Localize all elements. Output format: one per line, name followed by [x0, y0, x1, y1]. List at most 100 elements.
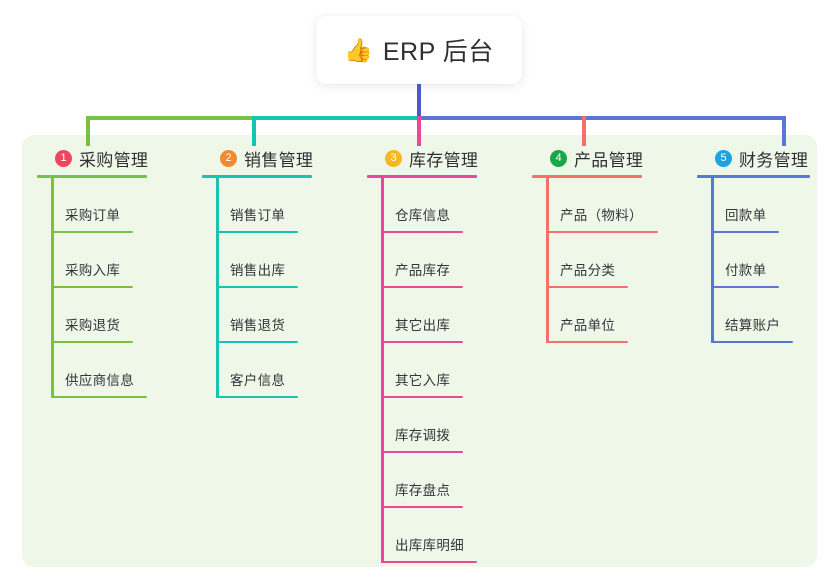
- list-item[interactable]: 仓库信息: [367, 178, 517, 233]
- list-item-label: 结算账户: [725, 318, 781, 333]
- list-item[interactable]: 产品单位: [532, 288, 682, 343]
- column-5: 5 财务管理回款单付款单结算账户: [697, 143, 839, 343]
- list-item[interactable]: 出库库明细: [367, 508, 517, 563]
- list-item-rule: [381, 396, 463, 398]
- column-items-5: 回款单付款单结算账户: [697, 178, 839, 343]
- column-title-4: 产品管理: [574, 150, 644, 170]
- list-item-rule: [51, 231, 133, 233]
- list-item-label: 产品库存: [395, 263, 451, 278]
- connector-bar-green: [86, 116, 253, 120]
- column-items-4: 产品（物料） 产品分类产品单位: [532, 178, 682, 343]
- column-header-5[interactable]: 5 财务管理: [697, 143, 839, 173]
- list-item[interactable]: 采购订单: [37, 178, 187, 233]
- list-item-label: 出库库明细: [395, 538, 464, 553]
- connector-bar-teal: [252, 116, 419, 120]
- list-item-label: 其它出库: [395, 318, 451, 333]
- column-header-4[interactable]: 4 产品管理: [532, 143, 682, 173]
- list-item[interactable]: 供应商信息: [37, 343, 187, 398]
- list-item[interactable]: 付款单: [697, 233, 839, 288]
- column-badge-4: 4: [550, 149, 567, 167]
- list-item-rule: [711, 231, 779, 233]
- list-item-label: 仓库信息: [395, 208, 451, 223]
- list-item[interactable]: 采购入库: [37, 233, 187, 288]
- list-item[interactable]: 产品分类: [532, 233, 682, 288]
- list-item-label: 销售退货: [230, 318, 286, 333]
- column-header-1[interactable]: 1 采购管理: [37, 143, 187, 173]
- column-badge-2: 2: [220, 149, 237, 167]
- column-title-1: 采购管理: [79, 150, 149, 170]
- list-item[interactable]: 其它入库: [367, 343, 517, 398]
- column-header-rule-3: [367, 175, 477, 178]
- root-node-title: ERP 后台: [382, 38, 494, 66]
- connector-bar-blue: [417, 116, 785, 120]
- list-item-rule: [381, 341, 463, 343]
- column-title-3: 库存管理: [409, 150, 479, 170]
- column-title-2: 销售管理: [244, 150, 314, 170]
- list-item-label: 其它入库: [395, 373, 451, 388]
- column-spine-5: [711, 178, 714, 343]
- list-item-rule: [216, 341, 298, 343]
- list-item-rule: [381, 231, 463, 233]
- list-item[interactable]: 产品（物料）: [532, 178, 682, 233]
- list-item-label: 采购入库: [65, 263, 121, 278]
- list-item-label: 销售出库: [230, 263, 286, 278]
- list-item-label: 采购订单: [65, 208, 121, 223]
- connector-drop-teal: [252, 116, 256, 146]
- column-2: 2 销售管理销售订单销售出库销售退货客户信息: [202, 143, 352, 398]
- list-item-rule: [51, 396, 147, 398]
- connector-drop-blue: [782, 116, 786, 146]
- list-item-rule: [216, 286, 298, 288]
- list-item-label: 回款单: [725, 208, 767, 223]
- connector-drop-salmon: [582, 116, 586, 146]
- list-item-label: 库存盘点: [395, 483, 451, 498]
- list-item-label: 供应商信息: [65, 373, 134, 388]
- list-item-label: 产品（物料）: [560, 208, 643, 223]
- list-item[interactable]: 回款单: [697, 178, 839, 233]
- list-item-rule: [381, 286, 463, 288]
- column-title-5: 财务管理: [739, 150, 809, 170]
- list-item[interactable]: 销售退货: [202, 288, 352, 343]
- list-item-label: 采购退货: [65, 318, 121, 333]
- column-spine-1: [51, 178, 54, 398]
- column-badge-3: 3: [385, 149, 402, 167]
- root-connector-stem: [417, 84, 421, 120]
- list-item-label: 库存调拨: [395, 428, 451, 443]
- list-item-rule: [711, 286, 779, 288]
- list-item[interactable]: 销售出库: [202, 233, 352, 288]
- column-header-3[interactable]: 3 库存管理: [367, 143, 517, 173]
- list-item[interactable]: 客户信息: [202, 343, 352, 398]
- column-3: 3 库存管理仓库信息产品库存其它出库其它入库库存调拨库存盘点出库库明细: [367, 143, 517, 563]
- column-badge-1: 1: [55, 149, 72, 167]
- list-item-rule: [381, 561, 477, 563]
- list-item-rule: [546, 286, 628, 288]
- list-item-rule: [546, 341, 628, 343]
- list-item-label: 客户信息: [230, 373, 286, 388]
- column-4: 4 产品管理产品（物料） 产品分类产品单位: [532, 143, 682, 343]
- list-item-rule: [216, 231, 298, 233]
- list-item-rule: [381, 506, 463, 508]
- list-item[interactable]: 销售订单: [202, 178, 352, 233]
- list-item-label: 产品单位: [560, 318, 616, 333]
- column-1: 1 采购管理采购订单采购入库采购退货供应商信息: [37, 143, 187, 398]
- column-items-2: 销售订单销售出库销售退货客户信息: [202, 178, 352, 398]
- list-item[interactable]: 库存盘点: [367, 453, 517, 508]
- column-header-2[interactable]: 2 销售管理: [202, 143, 352, 173]
- list-item-rule: [216, 396, 298, 398]
- list-item[interactable]: 库存调拨: [367, 398, 517, 453]
- column-badge-5: 5: [715, 149, 732, 167]
- list-item[interactable]: 产品库存: [367, 233, 517, 288]
- column-header-rule-5: [697, 175, 810, 178]
- root-node-card[interactable]: 👍 ERP 后台: [316, 16, 522, 84]
- column-spine-4: [546, 178, 549, 343]
- column-spine-2: [216, 178, 219, 398]
- list-item-rule: [51, 341, 133, 343]
- thumbs-up-icon: 👍: [344, 36, 373, 63]
- column-spine-3: [381, 178, 384, 563]
- list-item-label: 产品分类: [560, 263, 616, 278]
- diagram-panel: [22, 135, 817, 567]
- list-item[interactable]: 采购退货: [37, 288, 187, 343]
- list-item[interactable]: 结算账户: [697, 288, 839, 343]
- list-item-label: 付款单: [725, 263, 767, 278]
- list-item[interactable]: 其它出库: [367, 288, 517, 343]
- column-items-3: 仓库信息产品库存其它出库其它入库库存调拨库存盘点出库库明细: [367, 178, 517, 563]
